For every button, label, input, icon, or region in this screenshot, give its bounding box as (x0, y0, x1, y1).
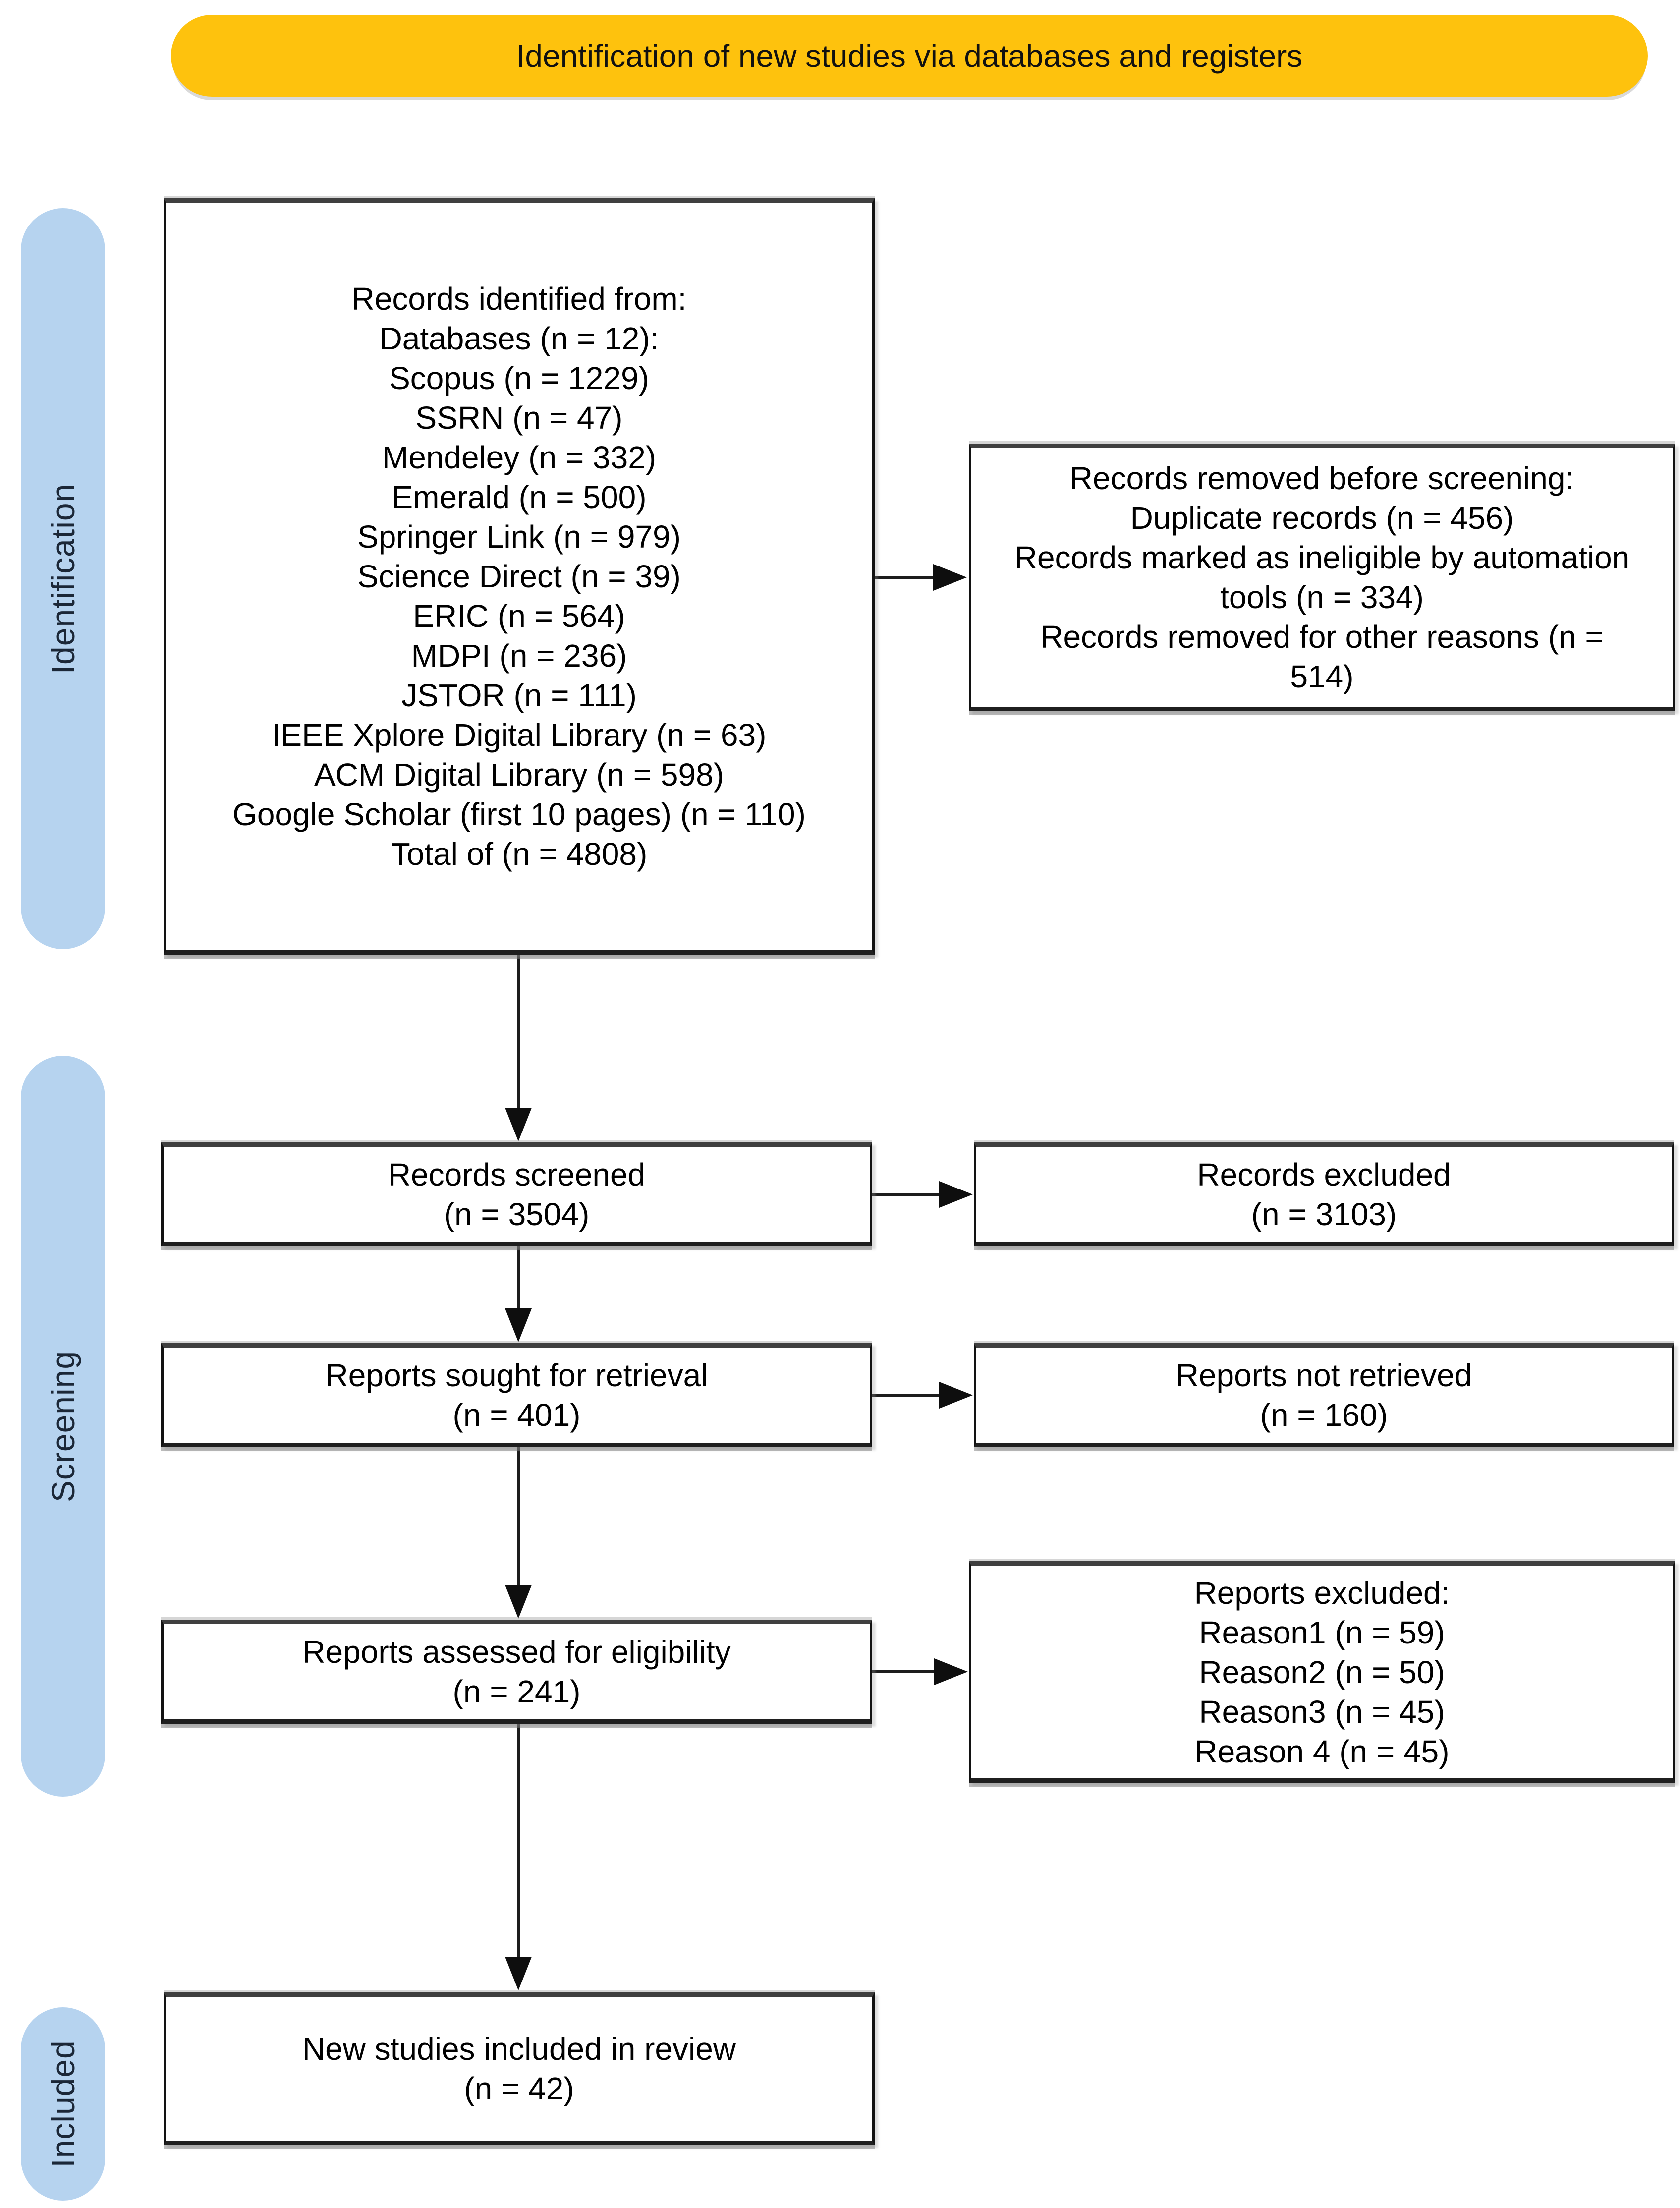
text-line: (n = 241) (452, 1674, 581, 1709)
arrow-sought-to-assessed (505, 1447, 532, 1619)
box-records-screened: Records screened (n = 3504) (161, 1142, 872, 1246)
text-line: (n = 42) (464, 2071, 574, 2106)
text-line: Total of (n = 4808) (391, 836, 648, 872)
box-reports-excluded-reasons: Reports excluded:Reason1 (n = 59) Reason2… (969, 1561, 1675, 1783)
text-line: 514) (1290, 659, 1354, 694)
stage-label-included-text: Included (45, 2040, 81, 2168)
stage-label-included: Included (21, 2007, 105, 2201)
box-new-studies-included: New studies included in review (n = 42) (164, 1992, 875, 2145)
text-line: tools (n = 334) (1220, 579, 1424, 615)
text-line: IEEE Xplore Digital Library (n = 63) (272, 717, 767, 753)
arrow-assessed-to-reports-excluded (872, 1658, 968, 1685)
text-line: Emerald (n = 500) (392, 479, 647, 515)
stage-label-identification: Identification (21, 208, 105, 949)
text-line: Reason3 (n = 45) (1199, 1694, 1445, 1730)
arrow-screened-to-excluded (872, 1181, 973, 1208)
title-banner-label: Identification of new studies via databa… (516, 38, 1303, 74)
text-line: Google Scholar (first 10 pages) (n = 110… (232, 796, 806, 832)
text-line: Springer Link (n = 979) (357, 519, 681, 555)
text-line: Reason2 (n = 50) (1199, 1654, 1445, 1690)
text-line: (n = 401) (452, 1397, 581, 1433)
text-line: Science Direct (n = 39) (357, 559, 681, 594)
text-line: SSRN (n = 47) (415, 400, 623, 436)
box-records-identified: Records identified from: Databases (n = 1… (164, 198, 875, 955)
text-line: Records marked as ineligible by automati… (1014, 540, 1630, 575)
text-line: MDPI (n = 236) (411, 638, 627, 674)
stage-label-screening-text: Screening (45, 1350, 81, 1502)
text-line: Reason 4 (n = 45) (1194, 1733, 1450, 1769)
text-line: Reports excluded: (1194, 1575, 1450, 1611)
text-line: Records removed for other reasons (n = (1040, 619, 1604, 655)
box-records-removed-before-screening: Records removed before screening: Duplica… (969, 444, 1675, 711)
text-line: ACM Digital Library (n = 598) (314, 757, 724, 793)
text-line: Records excluded (1197, 1157, 1451, 1192)
arrow-screened-to-sought (505, 1246, 532, 1342)
arrow-sought-to-not-retrieved (872, 1382, 973, 1409)
arrow-identified-to-screened (505, 955, 532, 1141)
text-line: Records identified from: (351, 281, 687, 317)
box-reports-assessed-for-eligibility: Reports assessed for eligibility (n = 241… (161, 1620, 872, 1724)
box-reports-not-retrieved: Reports not retrieved (n = 160) (974, 1343, 1674, 1447)
arrow-identified-to-removed (875, 564, 967, 591)
text-line: (n = 160) (1260, 1397, 1388, 1433)
text-line: Reports not retrieved (1176, 1358, 1472, 1393)
text-line: JSTOR (n = 111) (401, 678, 637, 713)
text-line: Reason1 (n = 59) (1199, 1614, 1445, 1650)
text-line: Reports sought for retrieval (325, 1358, 708, 1393)
stage-label-screening: Screening (21, 1056, 105, 1797)
text-line: Scopus (n = 1229) (389, 360, 649, 396)
box-records-excluded: Records excluded (n = 3103) (974, 1142, 1674, 1246)
arrow-assessed-to-included (505, 1724, 532, 1990)
text-line: Records removed before screening: (1069, 460, 1574, 496)
text-line: Duplicate records (n = 456) (1130, 500, 1514, 536)
text-line: Databases (n = 12): (379, 321, 659, 356)
text-line: ERIC (n = 564) (413, 598, 625, 634)
text-line: (n = 3103) (1251, 1196, 1397, 1232)
stage-label-identification-text: Identification (45, 483, 81, 674)
box-reports-sought-for-retrieval: Reports sought for retrieval (n = 401) (161, 1343, 872, 1447)
text-line: (n = 3504) (444, 1196, 590, 1232)
title-banner: Identification of new studies via databa… (171, 15, 1648, 97)
text-line: New studies included in review (302, 2031, 736, 2067)
text-line: Mendeley (n = 332) (382, 440, 657, 475)
text-line: Reports assessed for eligibility (302, 1634, 731, 1670)
text-line: Records screened (388, 1157, 646, 1192)
